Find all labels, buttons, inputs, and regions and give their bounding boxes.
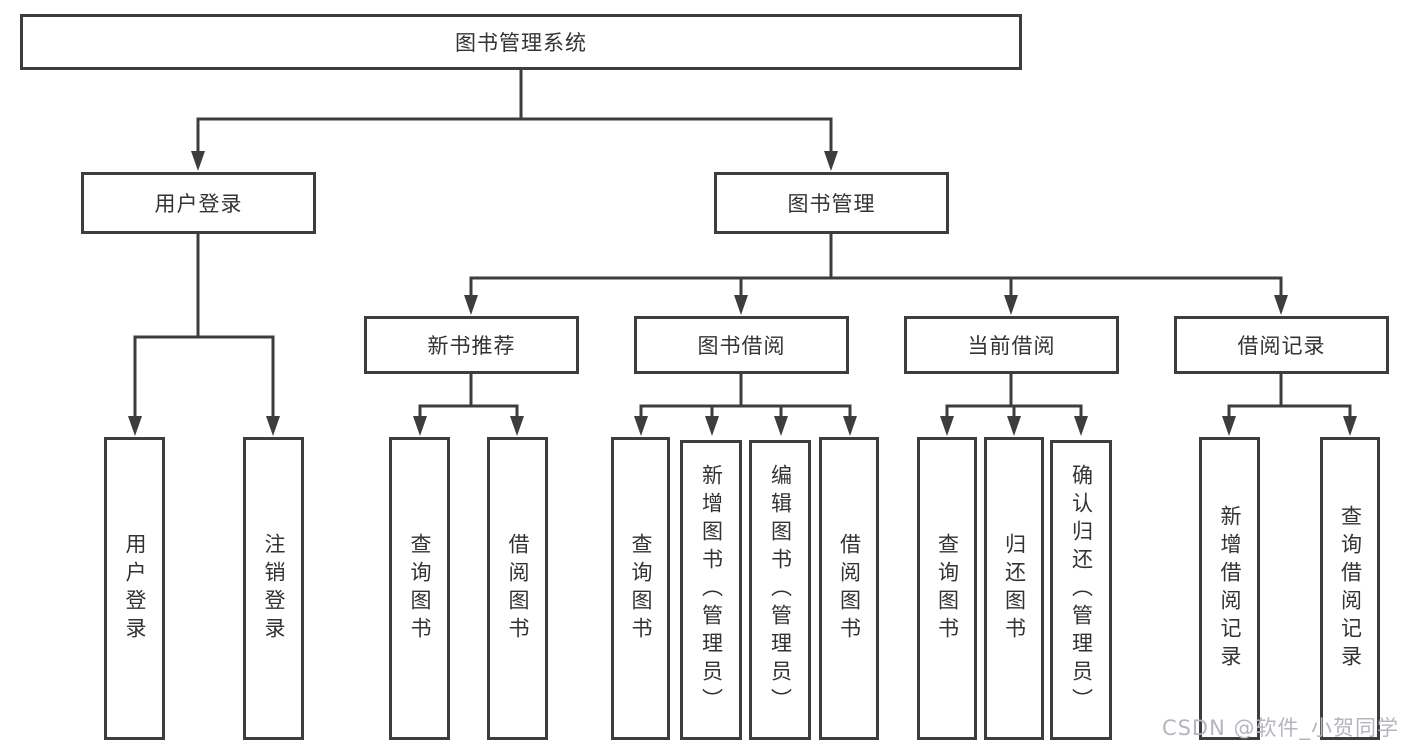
node-label: 借阅图书: [837, 532, 862, 645]
node-label: 用户登录: [154, 192, 243, 216]
node-label: 借阅图书: [506, 532, 530, 645]
node-label: 查询图书: [935, 532, 960, 645]
leaf-borrow-books: 借阅图书: [819, 437, 879, 740]
node-label: 注销登录: [262, 532, 286, 645]
node-book-management: 图书管理: [714, 172, 949, 234]
node-label: 图书管理: [787, 192, 876, 216]
leaf-query-books-recommend: 查询图书: [389, 437, 450, 740]
node-book-borrow: 图书借阅: [634, 316, 849, 374]
node-label: 图书管理系统: [455, 31, 587, 55]
leaf-add-borrow-record: 新增借阅记录: [1199, 437, 1260, 740]
node-borrow-records: 借阅记录: [1174, 316, 1389, 374]
csdn-watermark: CSDN @软件_小贺同学: [1161, 716, 1399, 740]
leaf-user-login: 用户登录: [104, 437, 165, 740]
node-current-borrow: 当前借阅: [904, 316, 1119, 374]
node-label: 用户登录: [123, 532, 147, 645]
node-label: 确认归还（管理员）: [1069, 464, 1094, 716]
leaf-borrow-books-recommend: 借阅图书: [487, 437, 548, 740]
leaf-add-book-admin: 新增图书（管理员）: [680, 440, 742, 740]
leaf-return-book: 归还图书: [984, 437, 1044, 740]
leaf-confirm-return-admin: 确认归还（管理员）: [1050, 440, 1112, 740]
node-label: 归还图书: [1002, 532, 1027, 645]
node-label: 新增借阅记录: [1218, 504, 1242, 673]
node-label: 图书借阅: [697, 334, 786, 358]
node-label: 查询图书: [629, 532, 653, 645]
node-label: 编辑图书（管理员）: [768, 464, 793, 716]
leaf-logout: 注销登录: [243, 437, 304, 740]
node-label: 查询图书: [408, 532, 432, 645]
node-user-login: 用户登录: [81, 172, 316, 234]
node-label: 新增图书（管理员）: [699, 464, 724, 716]
leaf-query-books-borrow: 查询图书: [611, 437, 670, 740]
arrowheads: [128, 151, 1357, 436]
node-label: 借阅记录: [1237, 334, 1326, 358]
node-label: 新书推荐: [427, 334, 516, 358]
leaf-query-books-current: 查询图书: [917, 437, 977, 740]
node-root-system: 图书管理系统: [20, 14, 1022, 70]
node-label: 当前借阅: [967, 334, 1056, 358]
node-new-book-recommend: 新书推荐: [364, 316, 579, 374]
leaf-query-borrow-record: 查询借阅记录: [1320, 437, 1380, 740]
node-label: 查询借阅记录: [1338, 504, 1363, 673]
leaf-edit-book-admin: 编辑图书（管理员）: [749, 440, 811, 740]
